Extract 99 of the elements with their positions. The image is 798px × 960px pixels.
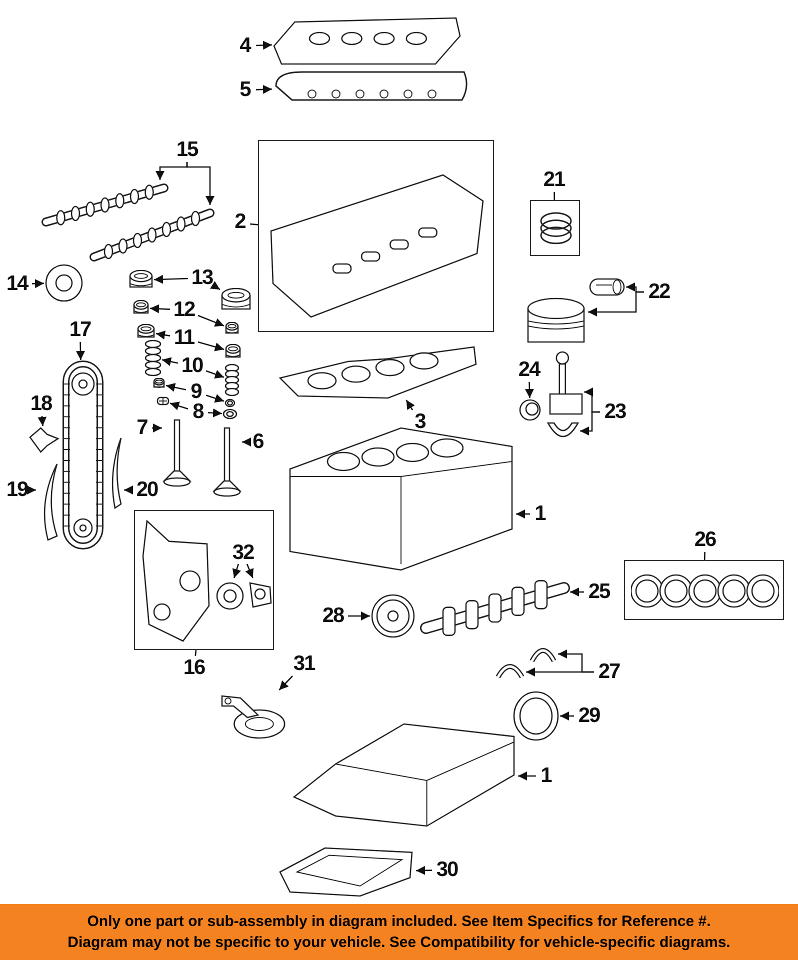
leader-line [524,382,534,398]
leader-line [210,281,220,290]
callout-number: 17 [66,318,94,342]
leader-line [526,668,594,676]
valve-drawing [212,426,242,498]
callout-number: 31 [290,652,318,676]
callout-number: 14 [2,272,32,296]
leader-line [588,291,644,316]
callout-number: 18 [28,392,54,416]
leader-line [580,411,600,436]
callout-number: 16 [180,656,208,680]
callout-number: 1 [536,764,556,788]
leader-line [554,192,556,200]
leader-line [206,394,224,403]
group-frame [134,510,274,650]
valve-spring-drawing [224,364,240,396]
callout-number: 29 [574,704,604,728]
spring-seat-drawing [224,344,242,360]
callout-number: 2 [230,210,250,236]
leader-line [256,84,272,94]
leader-line [560,712,574,720]
callout-number: 13 [188,266,216,290]
leader-line [156,330,170,340]
callout-number: 15 [172,138,202,162]
leader-line [206,370,224,378]
leader-line [76,342,85,360]
timing-chain-drawing [62,360,104,550]
leader-line [27,486,36,494]
spring-seat-drawing [136,324,156,340]
leader-line [194,650,197,656]
leader-line [406,400,415,410]
callout-number: 30 [432,858,462,882]
leader-line [242,438,251,446]
tensioner-drawing [28,426,60,454]
callout-number: 7 [132,416,152,440]
leader-line [416,866,432,875]
valve-cap-drawing [224,322,240,336]
valve-drawing [162,418,192,488]
valve-cover-drawing [272,16,462,66]
leader-line [38,416,47,426]
valve-cap-drawing [132,300,150,316]
leader-line [198,314,224,327]
lifter-drawing [128,270,154,290]
callout-number: 4 [234,34,256,58]
callout-number: 24 [514,358,544,382]
seal-drawing [512,690,560,742]
leader-line [198,341,224,352]
callout-number: 21 [540,168,568,192]
valve-seal-drawing [152,378,166,390]
leader-line [166,383,186,392]
callout-number: 20 [132,478,162,502]
leader-line [152,424,162,432]
callout-number: 6 [248,430,268,454]
callout-number: 3 [410,410,430,434]
callout-number: 5 [234,78,256,102]
leader-line [154,274,188,284]
leader-line [32,279,44,288]
callout-number: 11 [170,326,198,350]
callout-number: 27 [594,660,624,684]
callout-number: 12 [170,298,198,322]
callout-number: 19 [2,478,32,502]
callout-number: 23 [600,400,630,424]
valve-seal-drawing [224,398,236,408]
leader-line [278,676,293,690]
cam-gear-drawing [44,262,84,304]
leader-line [348,612,370,620]
connecting-rod-drawing [548,350,584,416]
group-frame [530,200,580,256]
leader-line [124,486,133,494]
group-frame [258,140,494,332]
callout-number: 25 [584,580,614,604]
leader-line [208,408,222,418]
head-gasket-drawing [278,345,478,400]
notice-text: Diagram may not be specific to your vehicle. See Compatibility for vehicle-specific diagrams. [68,933,730,953]
leader-line [150,304,170,314]
leader-line [570,588,584,596]
leader-line [186,162,214,205]
group-frame [624,560,784,620]
callout-number: 28 [318,604,348,628]
leader-line [162,357,178,366]
leader-line [232,564,242,578]
leader-line [256,40,272,50]
leader-line [170,402,188,410]
callout-number: 32 [229,541,257,565]
leader-line [516,510,530,518]
leader-line [245,564,254,578]
lifter-drawing [220,288,252,312]
notice-text: Only one part or sub-assembly in diagram included. See Item Specifics for Reference #. [87,912,711,932]
callout-number: 22 [644,280,674,304]
washer-drawing [222,408,238,420]
callout-number: 26 [690,528,720,552]
leader-line [518,772,536,780]
leader-line [250,223,258,226]
valve-keeper-drawing [156,396,170,406]
callout-number: 10 [178,354,206,378]
leader-line [704,552,706,560]
valve-spring-drawing [144,340,162,376]
callout-number: 1 [530,502,550,526]
piston-pin-drawing [588,276,626,298]
